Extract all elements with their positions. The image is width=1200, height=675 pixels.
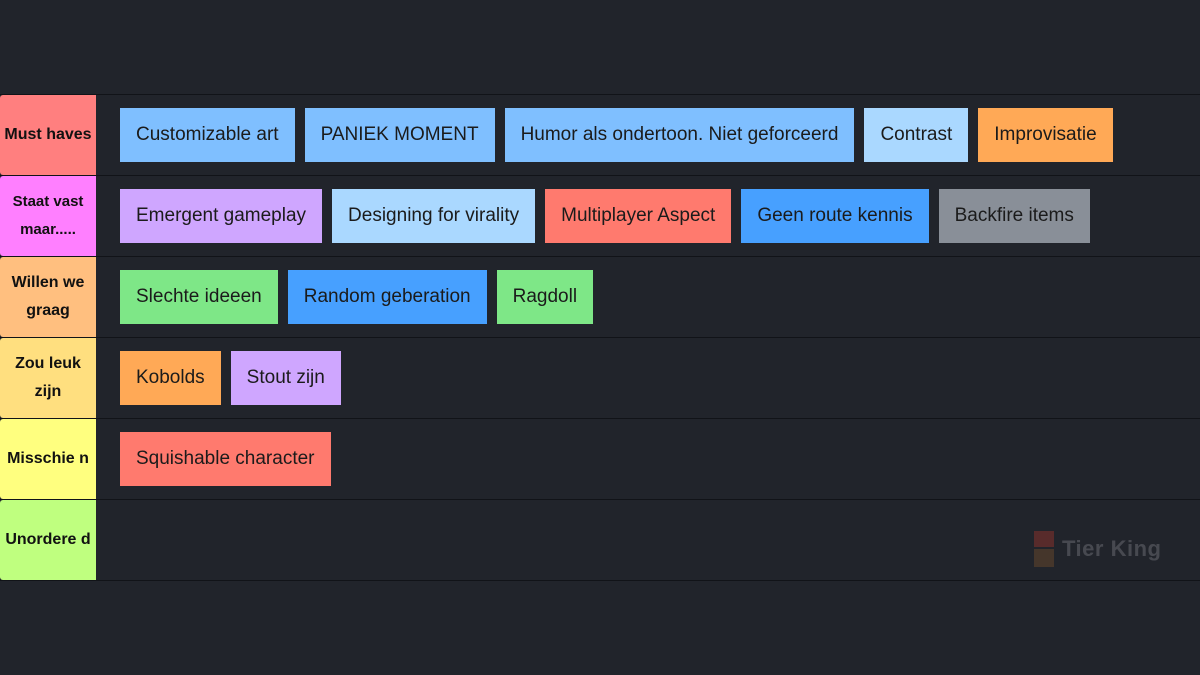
tier-items[interactable]: Kobolds Stout zijn xyxy=(96,338,1200,418)
tier-row-must-haves: Must haves Customizable art PANIEK MOMEN… xyxy=(0,95,1200,176)
tier-item-card[interactable]: Ragdoll xyxy=(496,270,594,324)
tier-items[interactable]: Customizable art PANIEK MOMENT Humor als… xyxy=(96,95,1200,175)
tier-item-card[interactable]: Squishable character xyxy=(120,432,331,486)
tier-item-card[interactable]: Multiplayer Aspect xyxy=(545,189,732,243)
tier-items[interactable]: Slechte ideeen Random geberation Ragdoll xyxy=(96,257,1200,337)
tier-item-card[interactable]: PANIEK MOMENT xyxy=(304,108,495,162)
tier-item-card[interactable]: Humor als ondertoon. Niet geforceerd xyxy=(504,108,855,162)
tier-item-card[interactable]: Stout zijn xyxy=(230,351,341,405)
tier-king-logo-icon xyxy=(1034,531,1054,567)
tier-label[interactable]: Staat vast maar..... xyxy=(0,176,96,256)
tier-item-card[interactable]: Geen route kennis xyxy=(741,189,929,243)
tier-item-card[interactable]: Kobolds xyxy=(120,351,221,405)
tier-row-staat-vast: Staat vast maar..... Emergent gameplay D… xyxy=(0,176,1200,257)
tier-items[interactable]: Emergent gameplay Designing for virality… xyxy=(96,176,1200,256)
tier-label[interactable]: Willen we graag xyxy=(0,257,96,337)
tier-label[interactable]: Misschie n xyxy=(0,419,96,499)
tier-item-card[interactable]: Backfire items xyxy=(938,189,1090,243)
tier-row-misschien: Misschie n Squishable character xyxy=(0,419,1200,500)
tier-label[interactable]: Unordere d xyxy=(0,500,96,580)
tier-item-card[interactable]: Emergent gameplay xyxy=(120,189,323,243)
tier-label[interactable]: Must haves xyxy=(0,95,96,175)
tier-item-card[interactable]: Random geberation xyxy=(287,270,487,324)
tier-row-willen: Willen we graag Slechte ideeen Random ge… xyxy=(0,257,1200,338)
tier-board: Must haves Customizable art PANIEK MOMEN… xyxy=(0,94,1200,581)
tier-item-card[interactable]: Slechte ideeen xyxy=(120,270,278,324)
tier-row-zou-leuk: Zou leuk zijn Kobolds Stout zijn xyxy=(0,338,1200,419)
tier-item-card[interactable]: Improvisatie xyxy=(978,108,1113,162)
tier-item-card[interactable]: Customizable art xyxy=(120,108,295,162)
tier-items[interactable]: Squishable character xyxy=(96,419,1200,499)
tier-item-card[interactable]: Designing for virality xyxy=(332,189,536,243)
tier-items[interactable] xyxy=(96,500,1200,580)
tier-king-watermark: Tier King xyxy=(1034,531,1161,567)
tier-row-unordered: Unordere d xyxy=(0,500,1200,581)
tier-item-card[interactable]: Contrast xyxy=(864,108,969,162)
watermark-text: Tier King xyxy=(1062,536,1162,561)
tier-label[interactable]: Zou leuk zijn xyxy=(0,338,96,418)
